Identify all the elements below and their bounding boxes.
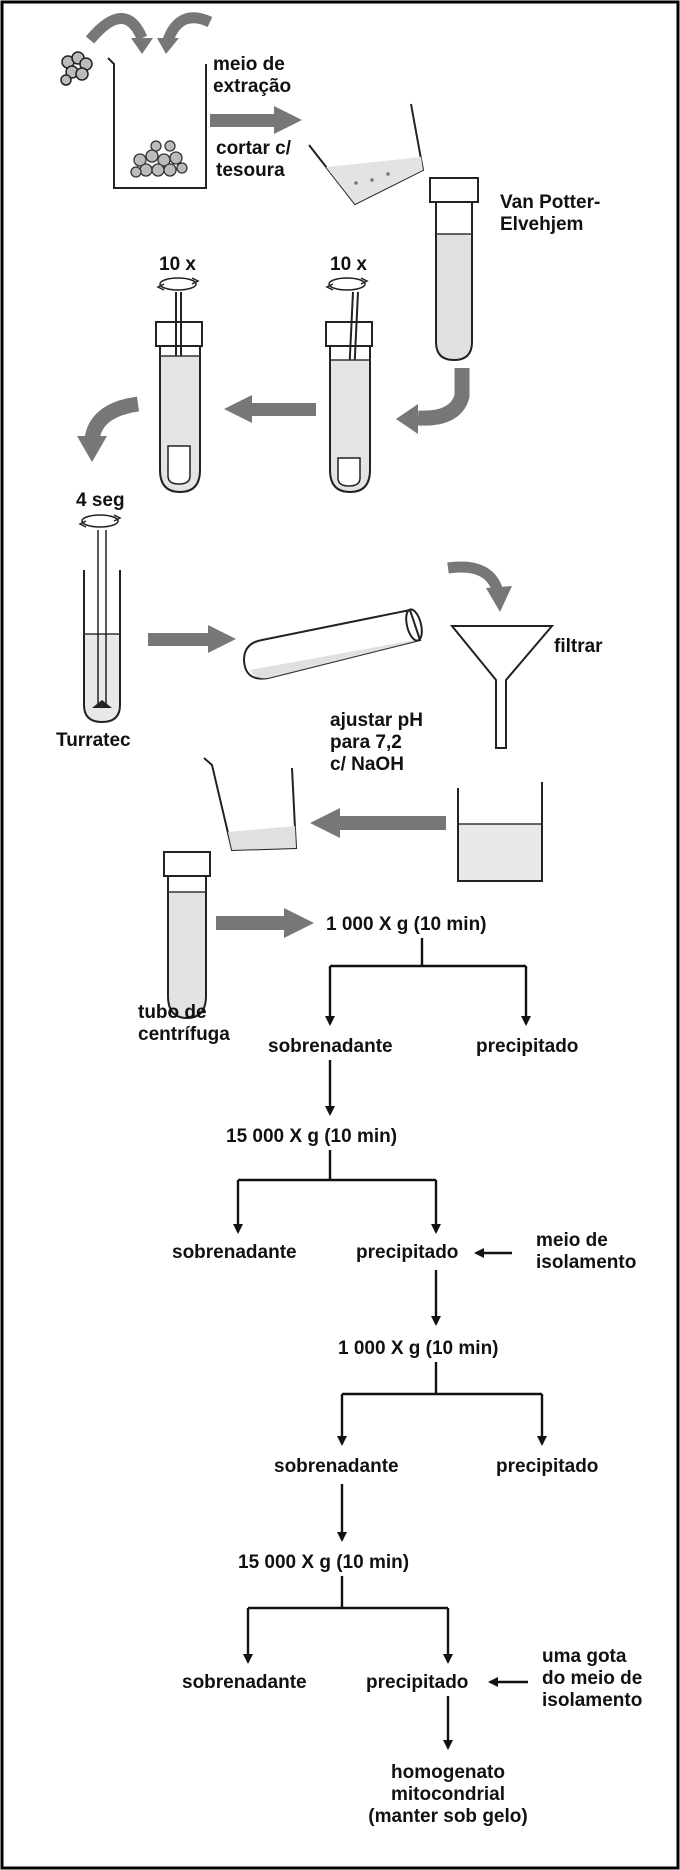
centrifuge-tube-icon [163,851,211,1020]
step-label-turratec: Turratec [56,730,131,751]
pouring-beaker-icon [203,757,298,852]
fraction-pellet-2: precipitado [356,1242,459,1263]
flowchart-connectors [233,938,547,1750]
fraction-pellet-3: precipitado [496,1456,599,1477]
turratec-tube-icon [83,530,121,724]
fraction-supernatant-1: sobrenadante [268,1036,393,1057]
curved-arrow-icon [85,13,153,54]
centrifugation-step-3: 1 000 X g (10 min) [338,1338,499,1359]
arrow-left-icon [224,395,316,423]
arrow-right-icon [216,908,314,938]
curved-arrow-icon [396,368,470,434]
fraction-supernatant-3: sobrenadante [274,1456,399,1477]
curved-arrow-icon [157,12,213,54]
fraction-supernatant-4: sobrenadante [182,1672,307,1693]
tissue-piece-icon [60,51,93,86]
step-label-seconds: 4 seg [76,490,125,511]
curved-arrow-icon [447,561,512,612]
van-potter-tube-icon [429,177,479,362]
step-label-repetitions-right: 10 x [330,254,367,275]
rotation-icon [325,277,369,291]
step-label-repetitions-left: 10 x [159,254,196,275]
rotation-icon [78,514,122,528]
homogenizer-tube-icon [325,291,373,494]
curved-arrow-icon [77,396,140,462]
fraction-supernatant-2: sobrenadante [172,1242,297,1263]
fraction-pellet-4: precipitado [366,1672,469,1693]
funnel-icon [449,625,555,749]
arrow-right-icon [210,106,302,134]
rotation-icon [156,277,200,291]
centrifugation-step-1: 1 000 X g (10 min) [326,914,487,935]
centrifugation-step-4: 15 000 X g (10 min) [238,1552,410,1573]
step-label-filtrar: filtrar [554,636,603,657]
homogenizer-tube-icon [155,292,203,494]
fraction-pellet-1: precipitado [476,1036,579,1057]
step-label-van-potter: Van Potter-Elvehjem [500,192,601,235]
centrifugation-step-2: 15 000 X g (10 min) [226,1126,398,1147]
beaker-icon [107,57,207,189]
beaker-icon [457,782,543,882]
step-label-cortar: cortar c/tesoura [216,138,291,181]
arrow-right-icon [148,625,236,653]
arrow-left-icon [310,808,446,838]
tissue-pieces-icon [130,140,188,178]
tilted-tube-icon [242,608,423,680]
pouring-beaker-icon [308,103,425,206]
